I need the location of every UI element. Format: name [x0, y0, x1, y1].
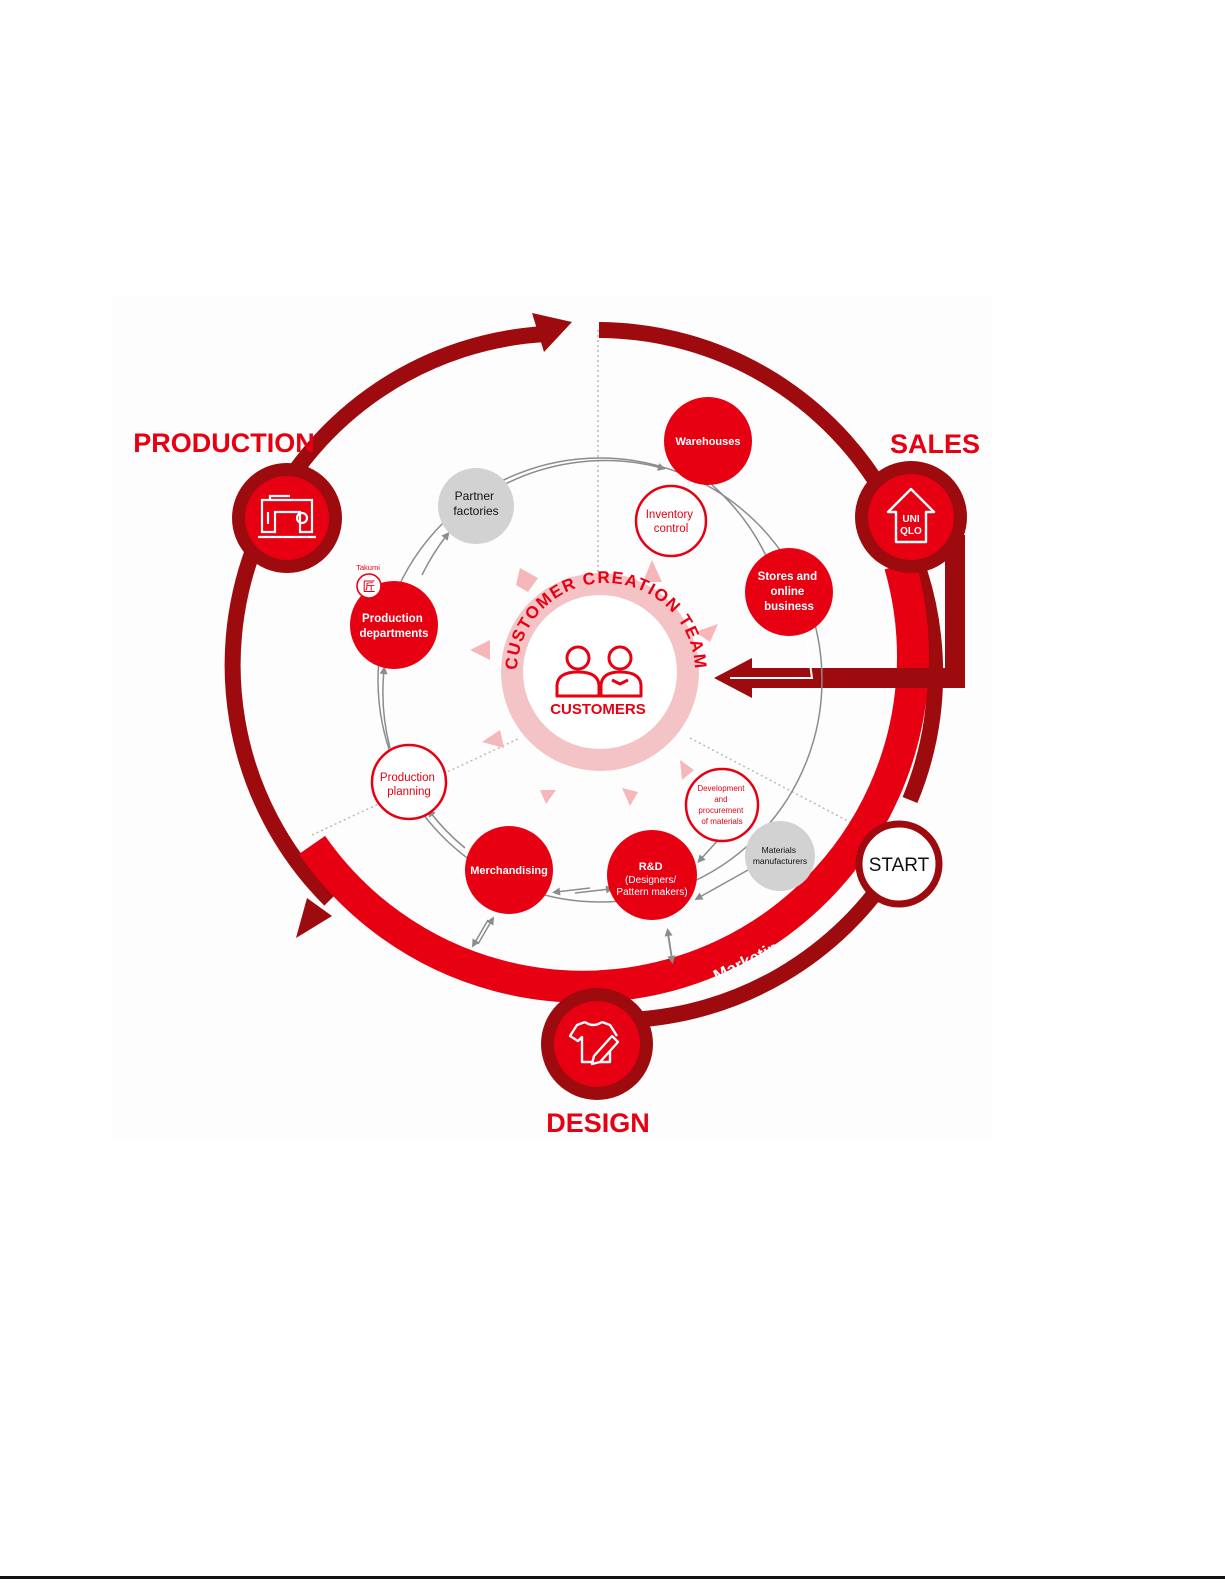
production-departments-label: Production departments: [359, 613, 428, 640]
production-departments-node: [350, 581, 438, 669]
warehouses-node: [664, 397, 752, 485]
uniqlo-store-icon: UNI QLO: [886, 487, 936, 544]
radiating-arrows: [470, 560, 718, 806]
arrowhead-design: [296, 898, 332, 938]
page-bottom-rule: [0, 1576, 1225, 1579]
production-planning-label: Production planning: [380, 772, 438, 798]
partner-factories-node: [438, 468, 514, 544]
production-hub-inner: [245, 476, 329, 560]
materials-manufacturers-node: [745, 821, 815, 891]
ring-arc-left: [224, 516, 336, 906]
start-node: [855, 820, 943, 908]
svg-text:UNI: UNI: [902, 514, 919, 525]
customers-icon: [555, 645, 643, 698]
inventory-control-label: Inventory control: [646, 509, 697, 535]
merchandising-node: [465, 826, 553, 914]
divider-left: [311, 737, 521, 836]
sales-phase-label: SALES: [890, 429, 980, 459]
ring-arc-sales: [598, 322, 903, 519]
rnd-node: [607, 830, 697, 920]
design-phase-label: DESIGN: [546, 1108, 650, 1138]
customers-label: CUSTOMERS: [550, 701, 646, 718]
stores-online-label: Stores and online business: [758, 571, 821, 613]
rnd-label: R&D (Designers/ Pattern makers): [616, 861, 687, 898]
ring-arc-design: [629, 860, 902, 1028]
sales-hub-inner: [868, 474, 954, 560]
marketing-band: [298, 560, 929, 1003]
merchandising-label: Merchandising: [470, 865, 548, 877]
tshirt-pencil-icon: [568, 1020, 620, 1066]
takumi-badge: [356, 573, 382, 599]
stores-online-node: [745, 548, 833, 636]
materials-manufacturers-label: Materials manufacturers: [753, 845, 807, 866]
takumi-glyph: 匠: [362, 579, 375, 594]
takumi-label: Takumi: [356, 563, 380, 572]
customers-ring: [501, 573, 699, 771]
inner-flow-ring: [377, 457, 823, 903]
production-phase-label: PRODUCTION: [133, 428, 315, 458]
partner-factories-label: Partner factories: [453, 489, 498, 518]
inventory-control-node: [634, 484, 708, 558]
warehouses-label: Warehouses: [675, 436, 740, 448]
inner-flow-arrows: [379, 459, 770, 964]
production-planning-node: [370, 743, 448, 821]
arrowhead-production: [532, 313, 572, 352]
development-procurement-label: Development and procurement of materials: [697, 784, 746, 826]
start-label: START: [869, 855, 930, 876]
customers-core: [524, 596, 676, 748]
stores-to-customers-line: [730, 627, 814, 679]
development-procurement-node: [684, 767, 760, 843]
design-hub-inner: [554, 1001, 640, 1087]
svg-text:QLO: QLO: [900, 526, 922, 537]
sewing-machine-icon: [258, 494, 316, 539]
